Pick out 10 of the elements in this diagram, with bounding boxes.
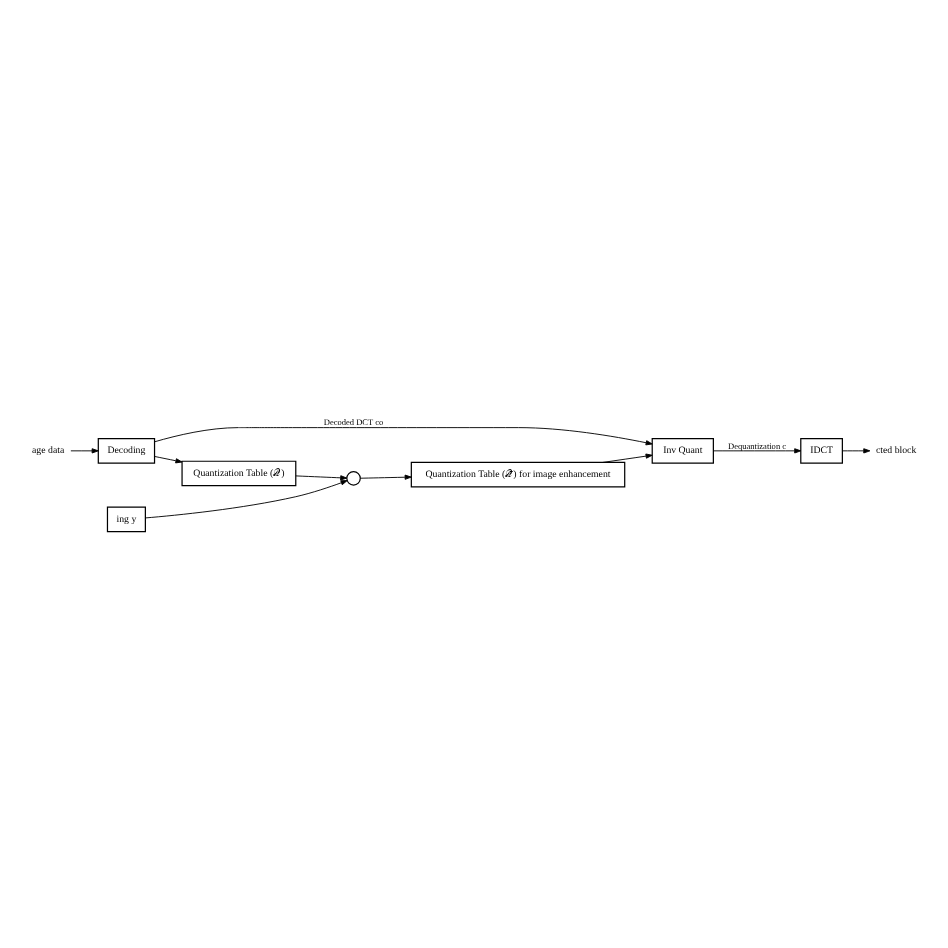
arrow (602, 452, 653, 462)
arrow (295, 474, 348, 480)
arrow (842, 447, 871, 453)
arrow (154, 426, 653, 445)
arrow (359, 473, 412, 479)
arrow (145, 479, 348, 518)
arrow (712, 447, 802, 453)
node-circle (346, 470, 361, 485)
arrow (70, 447, 99, 453)
arrow (154, 455, 183, 463)
